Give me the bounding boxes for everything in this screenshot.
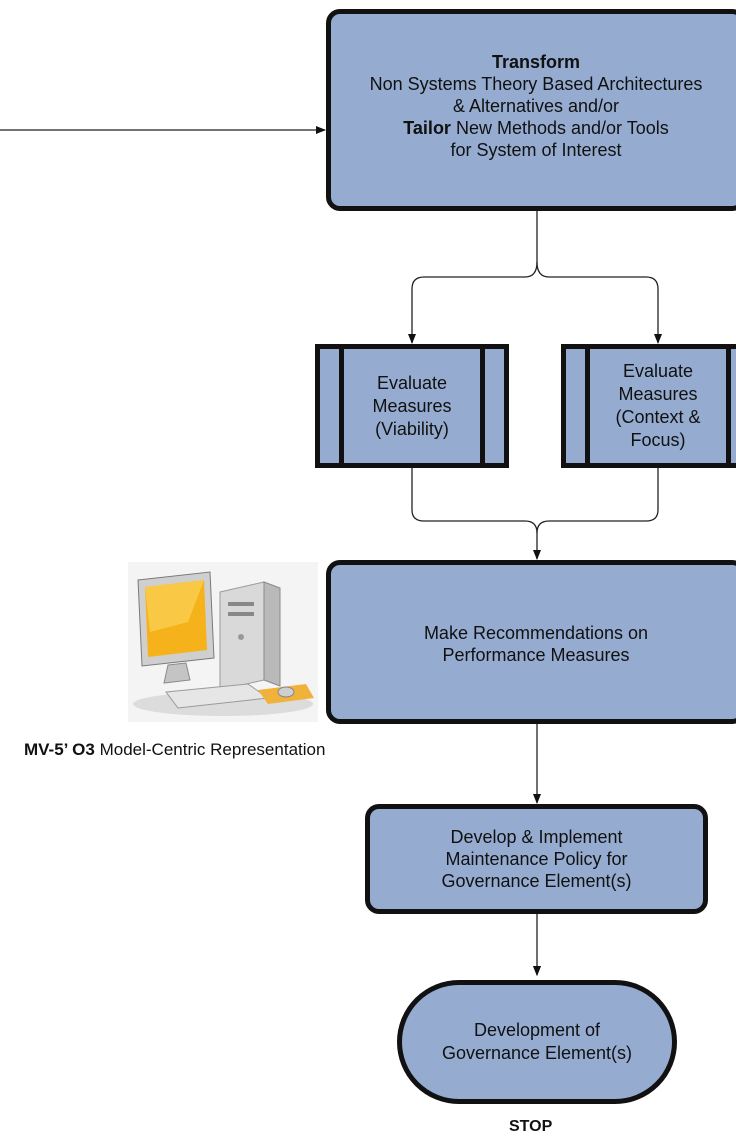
evaluate-viability-process: Evaluate Measures (Viability) (315, 344, 509, 468)
merge-connector (411, 468, 541, 560)
transform-line2: & Alternatives and/or (452, 96, 620, 116)
model-centric-label: MV-5’ O3 Model-Centric Representation (24, 740, 326, 759)
transform-title: Transform (491, 52, 581, 72)
transform-line4: for System of Interest (450, 140, 622, 160)
desktop-computer-icon (128, 562, 318, 722)
transform-line3: Tailor New Methods and/or Tools (403, 118, 669, 138)
transform-box: Transform Non Systems Theory Based Archi… (326, 9, 736, 211)
maintenance-policy-box: Develop & Implement Maintenance Policy f… (365, 804, 708, 914)
evaluate-context-process: Evaluate Measures (Context & Focus) (561, 344, 736, 468)
recommendations-box: Make Recommendations on Performance Meas… (326, 560, 736, 724)
stop-label: STOP (509, 1118, 553, 1135)
terminal-development: Development of Governance Element(s) (397, 980, 677, 1104)
tailor-word: Tailor (403, 118, 451, 138)
split-connector (408, 210, 538, 344)
transform-line1: Non Systems Theory Based Architectures (369, 74, 703, 94)
